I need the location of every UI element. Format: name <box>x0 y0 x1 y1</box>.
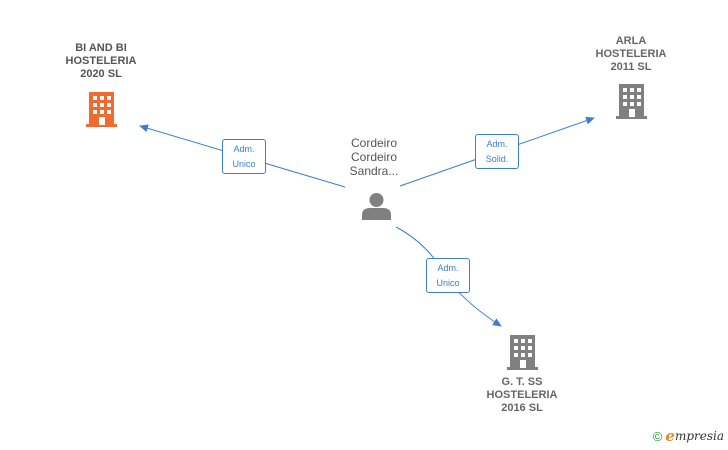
company-name-line: G. T. SS <box>501 376 543 388</box>
building-icon[interactable] <box>507 335 538 370</box>
company-label-bi-and-bi[interactable]: BI AND BI HOSTELERIA 2020 SL <box>55 42 147 81</box>
edge-label-line: Unico <box>436 278 460 288</box>
company-name-line: HOSTELERIA <box>486 389 558 401</box>
edge-label-line: Unico <box>232 159 256 169</box>
copyright-icon: © <box>652 428 663 444</box>
edge-label-line: Adm. <box>486 139 508 149</box>
company-name-line: HOSTELERIA <box>595 48 667 60</box>
brand-initial: e <box>665 427 675 445</box>
edge-label-line: Adm. <box>233 144 255 154</box>
company-name-line: 2020 SL <box>80 68 122 80</box>
company-name-line: 2016 SL <box>501 402 543 414</box>
building-icon[interactable] <box>616 84 647 119</box>
person-name-line: Cordeiro <box>350 150 398 164</box>
company-label-arla-hosteleria[interactable]: ARLA HOSTELERIA 2011 SL <box>585 35 677 74</box>
company-name-line: BI AND BI <box>75 42 127 54</box>
company-label-gt-ss-hosteleria[interactable]: G. T. SS HOSTELERIA 2016 SL <box>476 376 568 415</box>
edge-label-adm-unico-bi: Adm. Unico <box>222 139 266 174</box>
edge-label-adm-solid-arla: Adm. Solid. <box>475 134 519 169</box>
brand-name: mpresia <box>674 429 724 443</box>
company-name-line: ARLA <box>615 35 647 47</box>
person-label[interactable]: Cordeiro Cordeiro Sandra... <box>330 136 418 178</box>
company-name-line: HOSTELERIA <box>65 55 137 67</box>
edge-label-line: Solid. <box>485 154 509 164</box>
building-icon[interactable] <box>86 92 117 127</box>
person-icon[interactable] <box>362 192 391 220</box>
edge-label-adm-unico-gt: Adm. Unico <box>426 258 470 293</box>
person-name-line: Sandra... <box>349 164 399 178</box>
person-name-line: Cordeiro <box>350 136 398 150</box>
edge-label-line: Adm. <box>437 263 459 273</box>
company-name-line: 2011 SL <box>610 61 652 73</box>
empresia-brand: © e mpresia <box>652 427 724 445</box>
